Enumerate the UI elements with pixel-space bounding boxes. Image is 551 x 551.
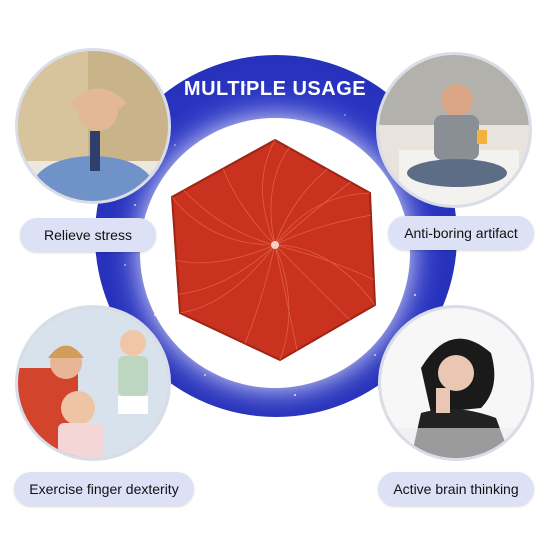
photo-stressed-man bbox=[15, 48, 171, 204]
headline: MULTIPLE USAGE bbox=[183, 78, 367, 100]
center-dot bbox=[271, 241, 279, 249]
label-finger-dexterity: Exercise finger dexterity bbox=[14, 472, 194, 506]
label-brain-thinking: Active brain thinking bbox=[378, 472, 534, 506]
label-relieve-stress: Relieve stress bbox=[20, 218, 156, 252]
photo-thinking-woman bbox=[378, 305, 534, 461]
photo-relaxed-man bbox=[376, 52, 532, 208]
photo-mother-children bbox=[15, 305, 171, 461]
hexagon-fidget-product bbox=[170, 138, 377, 362]
label-anti-boring: Anti-boring artifact bbox=[388, 216, 534, 250]
